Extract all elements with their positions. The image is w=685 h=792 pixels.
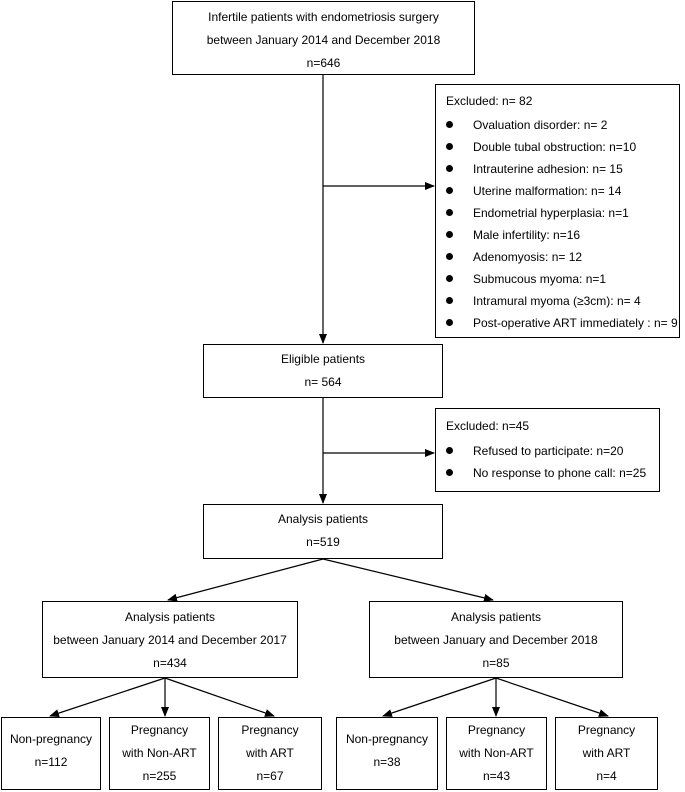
node-analysis-2018-label: Analysis patients (450, 610, 542, 624)
list-item: Intramural myoma (≥3cm): n= 4 (446, 294, 641, 308)
list-item: Post-operative ART immediately : n= 9 (446, 316, 678, 330)
arrow-left-to-art (164, 677, 275, 717)
node-eligible-label: Eligible patients (280, 352, 366, 366)
node-eligible-count: n= 564 (304, 375, 342, 389)
list-item: Double tubal obstruction: n=10 (446, 140, 636, 154)
list-item: Adenomyosis: n= 12 (446, 250, 582, 264)
list-item: No response to phone call: n=25 (446, 466, 646, 480)
bullet-icon (446, 319, 453, 327)
node-analysis: Analysis patients n=519 (203, 504, 443, 559)
node-analysis-2014-2017-count: n=434 (153, 656, 187, 670)
node-analysis-label: Analysis patients (277, 512, 369, 526)
bullet-icon (446, 297, 453, 305)
excluded-second-box: Excluded: n=45 Refused to participate: n… (435, 408, 660, 492)
arrow-analysis-to-left (167, 558, 324, 602)
node-eligible: Eligible patients n= 564 (203, 344, 443, 398)
list-item: Male infertility: n=16 (446, 228, 580, 242)
bullet-icon (446, 253, 453, 261)
node-analysis-2014-2017-period: between January 2014 and December 2017 (53, 633, 287, 647)
excluded-first-title: Excluded: n= 82 (446, 94, 533, 108)
node-analysis-2018: Analysis patients between January and De… (369, 601, 623, 678)
node-analysis-2018-period: between January and December 2018 (394, 633, 598, 647)
arrow-left-to-nonpreg (49, 677, 166, 717)
bullet-icon (446, 121, 453, 129)
list-item: Submucous myoma: n=1 (446, 272, 606, 286)
list-item: Ovaluation disorder: n= 2 (446, 118, 607, 132)
node-pregnancy-art-2018: Pregnancy with ART n=4 (555, 717, 658, 790)
bullet-icon (446, 209, 453, 217)
node-pregnancy-nonart-2018: Pregnancy with Non-ART n=43 (446, 717, 547, 790)
node-start: Infertile patients with endometriosis su… (172, 1, 475, 75)
node-analysis-2014-2017: Analysis patients between January 2014 a… (42, 601, 298, 678)
node-pregnancy-nonart-2014-2017: Pregnancy with Non-ART n=255 (109, 717, 210, 790)
bullet-icon (446, 447, 453, 455)
bullet-icon (446, 469, 453, 477)
bullet-icon (446, 275, 453, 283)
node-nonpregnancy-2014-2017: Non-pregnancy n=112 (1, 717, 101, 790)
excluded-second-title: Excluded: n=45 (446, 419, 530, 433)
bullet-icon (446, 231, 453, 239)
node-analysis-2014-2017-label: Analysis patients (124, 610, 216, 624)
node-pregnancy-art-2014-2017: Pregnancy with ART n=67 (218, 717, 322, 790)
node-start-count: n=646 (306, 56, 341, 70)
list-item: Uterine malformation: n= 14 (446, 184, 621, 198)
list-item: Refused to participate: n=20 (446, 444, 623, 458)
node-start-line-2: between January 2014 and December 2018 (206, 33, 441, 47)
list-item: Intrauterine adhesion: n= 15 (446, 162, 623, 176)
node-nonpregnancy-2018: Non-pregnancy n=38 (336, 717, 438, 790)
list-item: Endometrial hyperplasia: n=1 (446, 206, 629, 220)
bullet-icon (446, 187, 453, 195)
node-start-line-1: Infertile patients with endometriosis su… (208, 10, 439, 24)
bullet-icon (446, 165, 453, 173)
node-analysis-2018-count: n=85 (482, 656, 510, 670)
arrow-right-to-nonpreg (382, 677, 497, 717)
arrow-right-to-art (495, 677, 609, 717)
node-analysis-count: n=519 (306, 535, 340, 549)
excluded-first-box: Excluded: n= 82 Ovaluation disorder: n= … (435, 84, 680, 338)
bullet-icon (446, 143, 453, 151)
arrow-analysis-to-right (322, 558, 494, 602)
